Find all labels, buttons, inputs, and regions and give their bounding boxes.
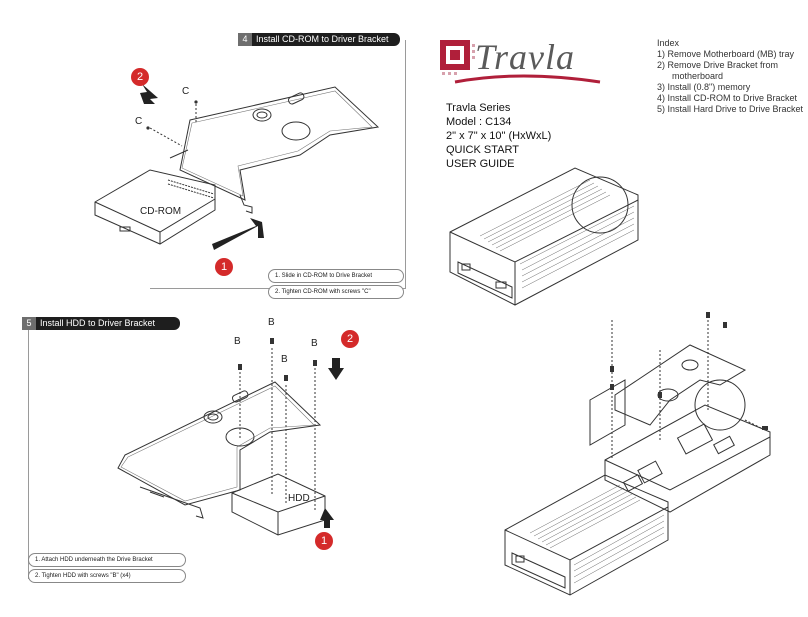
screw-icon: [238, 364, 242, 370]
screw-icon: [313, 360, 317, 366]
logo-swoosh: [454, 74, 601, 84]
screw-c-label-2: C: [135, 116, 143, 127]
arrow-down-icon: [328, 358, 344, 380]
step4-header: 4 Install CD-ROM to Driver Bracket: [238, 33, 400, 46]
product-dimensions: 2" x 7" x 10" (HxWxL): [446, 130, 552, 142]
step4-frame-right: [405, 40, 406, 288]
callout-step4-1: 1: [215, 258, 233, 276]
callout-step4-2: 2: [131, 68, 149, 86]
screw-icon: [194, 100, 198, 104]
index-item-3: 3) Install (0.8") memory: [657, 82, 751, 92]
screw-icon: [610, 384, 614, 390]
screw-icon: [706, 312, 710, 318]
screw-c-label-1: C: [182, 86, 190, 97]
cdrom-drive: [94, 169, 216, 245]
step4-title: Install CD-ROM to Driver Bracket: [256, 34, 389, 44]
logo-text: Travla: [475, 37, 576, 77]
user-guide: USER GUIDE: [446, 158, 515, 170]
quick-start: QUICK START: [446, 144, 519, 156]
screw-icon: [270, 338, 274, 344]
step4-instruction-2: 2. Tighten CD-ROM with screws "C": [268, 285, 404, 299]
screw-icon: [658, 392, 662, 398]
step5-header: 5 Install HDD to Driver Bracket: [22, 317, 180, 330]
arrow-up-icon: [320, 508, 334, 528]
index-heading: Index: [657, 38, 680, 48]
screw-b-label-1: B: [234, 336, 241, 347]
exploded-screw-icons: [610, 312, 768, 430]
index-item-2: 2) Remove Drive Bracket from: [657, 60, 779, 70]
hdd-label: HDD: [288, 493, 310, 504]
step4-number: 4: [238, 33, 252, 46]
product-series: Travla Series: [446, 102, 511, 114]
callout-step5-2: 2: [341, 330, 359, 348]
screw-b-label-4: B: [311, 338, 318, 349]
step5-instruction-1: 1. Attach HDD underneath the Drive Brack…: [28, 553, 186, 567]
arrow-right-icon: [212, 218, 264, 250]
index-item-2-cont: motherboard: [672, 71, 724, 81]
step5-screw-icons: [238, 338, 317, 381]
cdrom-label: CD-ROM: [140, 206, 182, 217]
product-model: Model : C134: [446, 116, 512, 128]
logo-mark-icon: [440, 40, 475, 75]
screw-icon: [146, 126, 150, 130]
step5-instruction-2: 2. Tighten HDD with screws "B" (x4): [28, 569, 186, 583]
screw-icon: [284, 375, 288, 381]
drive-bracket-plate: [179, 86, 380, 201]
step4-screw-icons: [146, 100, 198, 130]
index-item-1: 1) Remove Motherboard (MB) tray: [657, 49, 795, 59]
index-item-5: 5) Install Hard Drive to Drive Bracket: [657, 104, 804, 114]
callout-step5-1: 1: [315, 532, 333, 550]
drive-bracket-plate: [117, 381, 322, 506]
step5-number: 5: [22, 317, 36, 330]
index-item-4: 4) Install CD-ROM to Drive Bracket: [657, 93, 798, 103]
screw-b-label-3: B: [281, 354, 288, 365]
step4-instruction-1: 1. Slide in CD-ROM to Drive Bracket: [268, 269, 404, 283]
screw-icon: [723, 322, 727, 328]
screw-icon: [610, 366, 614, 372]
screw-b-label-2: B: [268, 317, 275, 328]
arrow-down-icon: [140, 84, 158, 104]
screw-icon: [762, 426, 768, 430]
step5-title: Install HDD to Driver Bracket: [40, 318, 156, 328]
step5-frame-left: [28, 330, 29, 578]
